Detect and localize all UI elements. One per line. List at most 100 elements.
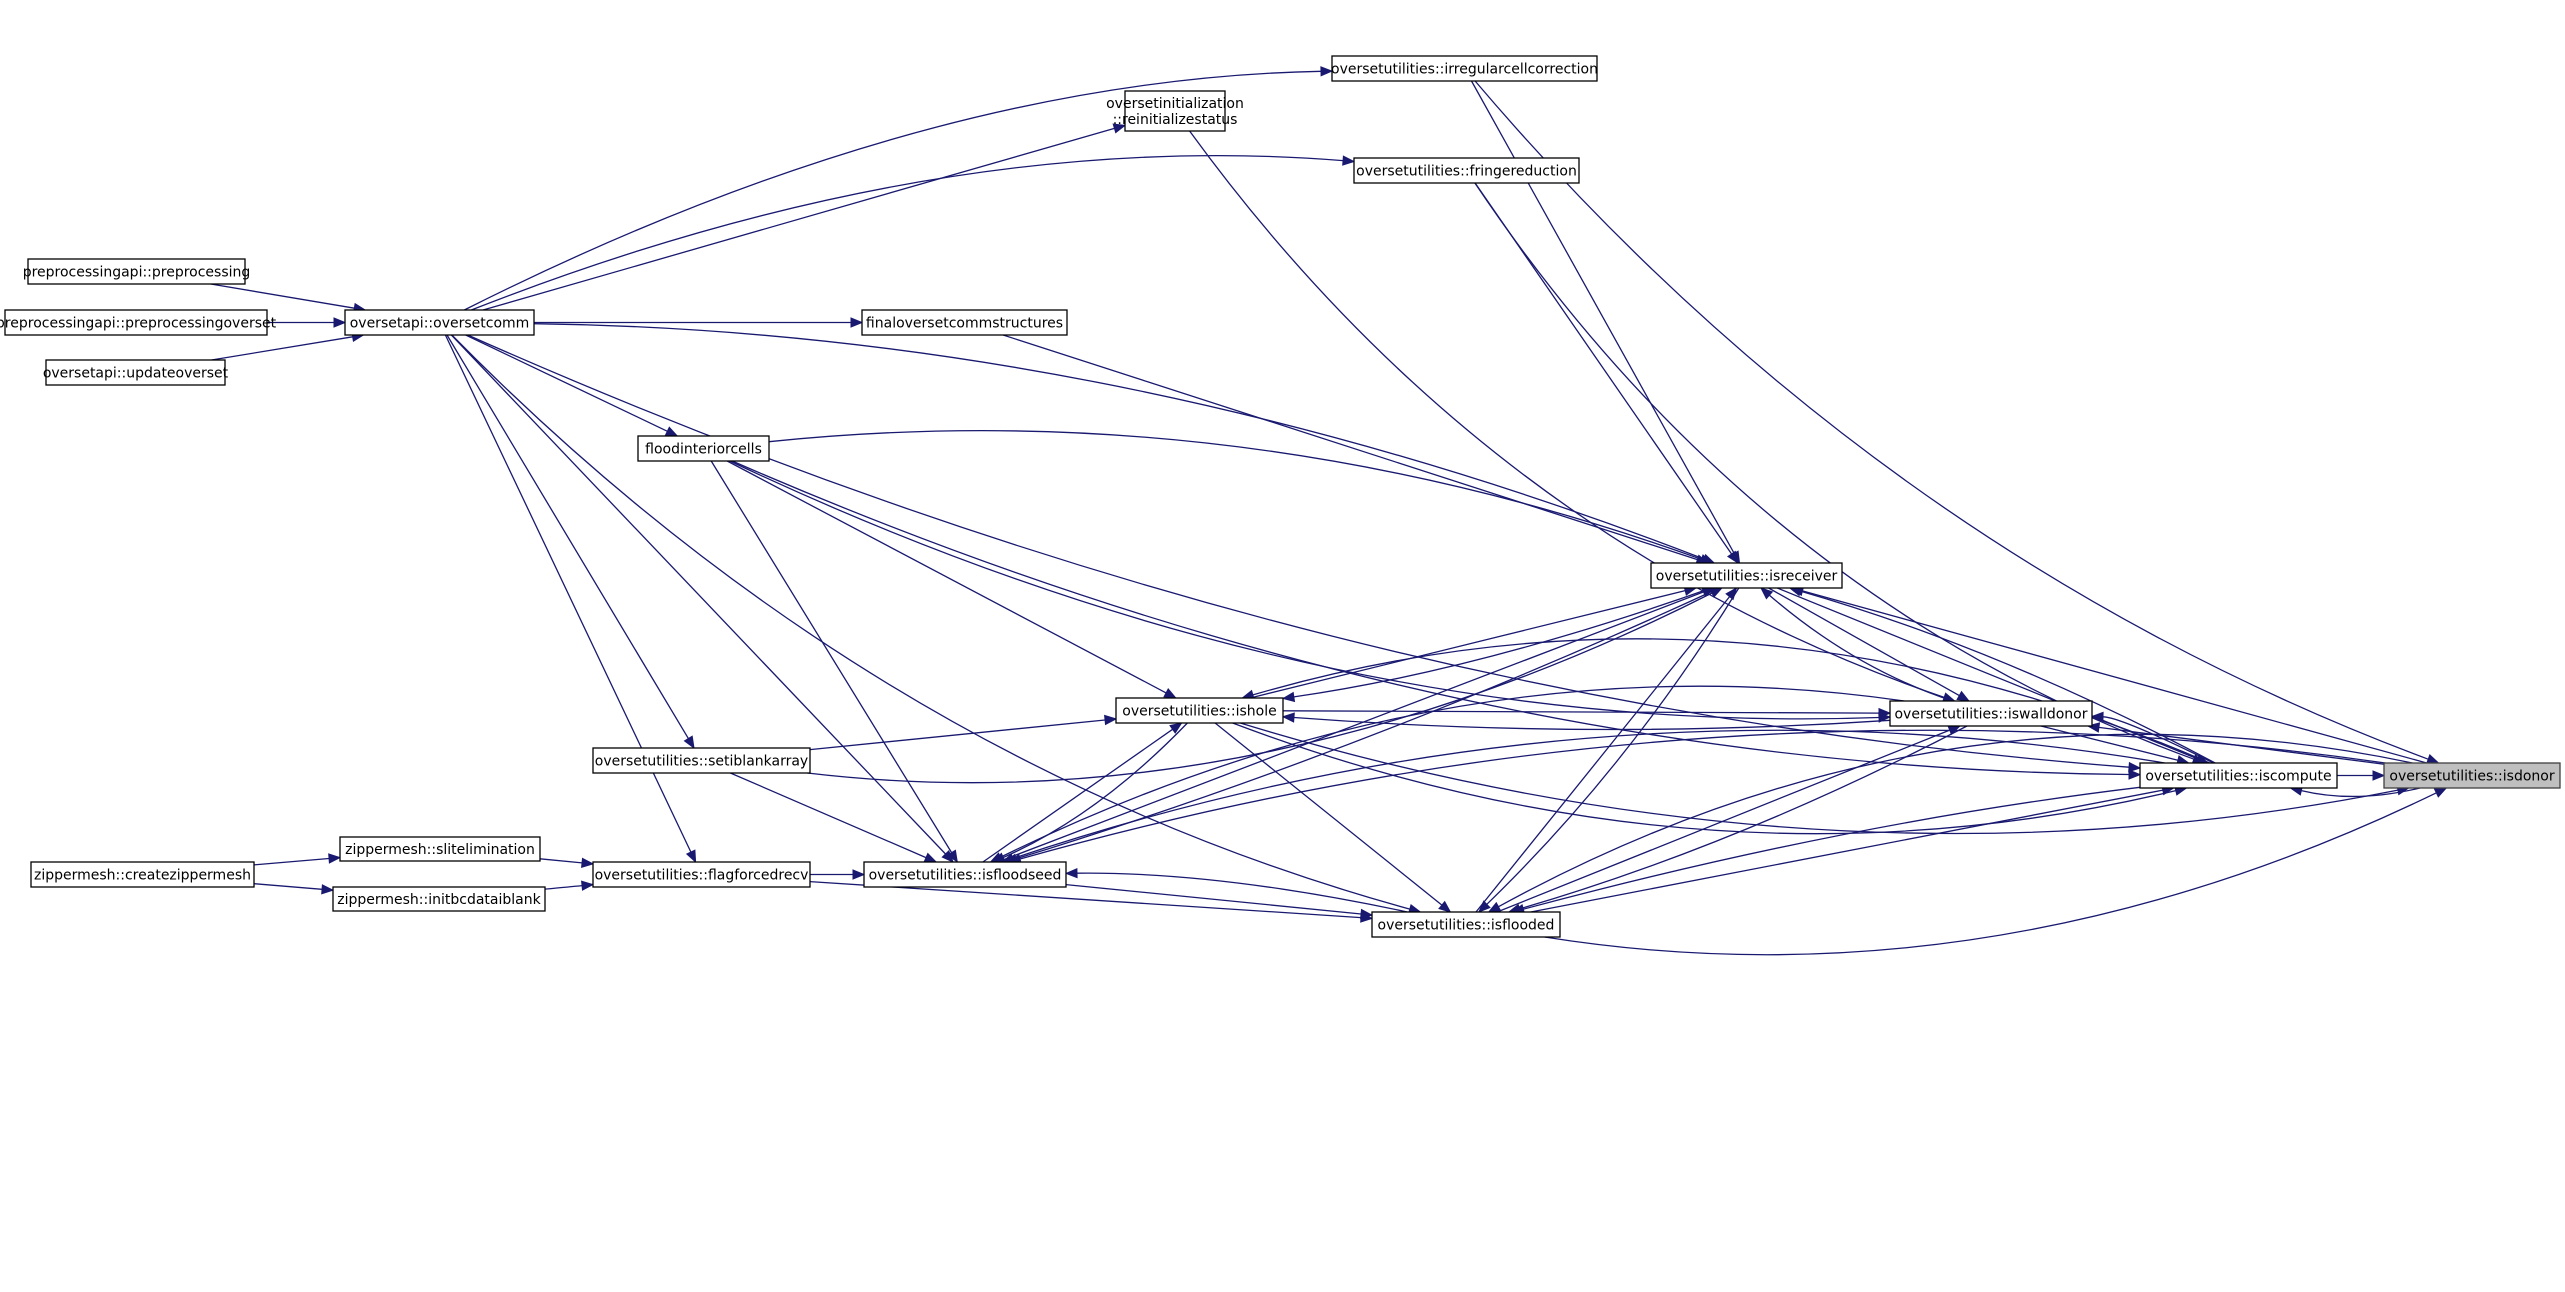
node-label: preprocessingapi::preprocessingoverset <box>0 316 277 332</box>
node-box[interactable] <box>861 309 1068 336</box>
node-box[interactable] <box>1371 911 1561 938</box>
arrowhead-icon <box>946 849 958 864</box>
node-isfloodseed[interactable]: oversetutilities::isfloodseed <box>863 861 1067 888</box>
edge-line <box>1240 722 2399 835</box>
node-box[interactable] <box>27 258 246 285</box>
edge-line <box>1003 722 1188 859</box>
node-box[interactable] <box>1115 697 1284 724</box>
node-box[interactable] <box>1889 700 2093 727</box>
edge-isflooded-to-isfloodseed <box>1064 867 1408 913</box>
edge-line <box>450 334 946 855</box>
edge-line <box>730 772 927 859</box>
node-iswalldonor[interactable]: oversetutilities::iswalldonor <box>1889 700 2093 727</box>
node-box[interactable] <box>332 886 546 912</box>
edge-line <box>768 429 1702 560</box>
edge-setiblank-to-ishole <box>809 714 1118 751</box>
node-flagforced[interactable]: oversetutilities::flagforcedrecv <box>592 861 811 888</box>
edge-line <box>253 857 330 866</box>
edge-line <box>2301 787 2421 798</box>
edge-isdonor-to-isreceiver <box>1790 586 2427 764</box>
node-createzip[interactable]: zippermesh::createzippermesh <box>30 861 255 888</box>
node-iscompute[interactable]: oversetutilities::iscompute <box>2139 762 2338 789</box>
edge-floodint-to-iscompute <box>731 460 2142 780</box>
edge-line <box>464 70 1322 311</box>
node-box[interactable] <box>863 861 1067 888</box>
node-box[interactable] <box>339 836 541 862</box>
edge-line <box>1475 596 1731 913</box>
node-box[interactable] <box>344 309 535 336</box>
node-initbc[interactable]: zippermesh::initbcdataiblank <box>332 886 546 912</box>
edge-line <box>210 283 355 309</box>
edge-line <box>807 592 1713 784</box>
node-updateov[interactable]: oversetapi::updateoverset <box>43 359 229 386</box>
node-box[interactable] <box>592 747 811 774</box>
edge-ishole-to-iswalldonor <box>1282 707 1892 719</box>
arrowhead-icon <box>1281 691 1296 703</box>
edge-line <box>710 460 953 853</box>
edge-line <box>539 858 583 864</box>
node-label: oversetutilities::isreceiver <box>1656 569 1838 585</box>
node-ishole[interactable]: oversetutilities::ishole <box>1115 697 1284 724</box>
node-label: oversetapi::updateoverset <box>43 366 229 382</box>
edge-line <box>465 334 668 432</box>
node-box[interactable] <box>1124 90 1226 132</box>
node-preprocov[interactable]: preprocessingapi::preprocessingoverset <box>0 309 277 336</box>
nodes-layer: oversetutilities::isdonoroversetutilitie… <box>0 55 2561 938</box>
node-oversetcomm[interactable]: oversetapi::oversetcomm <box>344 309 535 336</box>
edge-preprocov-to-oversetcomm <box>267 317 347 328</box>
edge-line <box>1486 587 1740 905</box>
node-box[interactable] <box>592 861 811 888</box>
node-label: oversetapi::oversetcomm <box>350 316 530 332</box>
edge-oversetcomm-to-irregular <box>464 66 1334 311</box>
node-label: oversetutilities::isfloodseed <box>869 868 1062 884</box>
node-isreceiver[interactable]: oversetutilities::isreceiver <box>1650 562 1843 589</box>
node-box[interactable] <box>1650 562 1843 589</box>
node-box[interactable] <box>2139 762 2338 789</box>
node-box[interactable] <box>1353 157 1580 184</box>
edge-line <box>1498 733 2413 908</box>
edge-line <box>446 334 689 739</box>
node-setiblank[interactable]: oversetutilities::setiblankarray <box>592 747 811 774</box>
node-label: finaloversetcommstructures <box>866 316 1063 332</box>
node-preproc[interactable]: preprocessingapi::preprocessing <box>23 258 251 285</box>
node-isdonor[interactable]: oversetutilities::isdonor <box>2383 762 2561 789</box>
node-box[interactable] <box>30 861 255 888</box>
edge-iscompute-to-isdonor <box>2337 770 2386 781</box>
arrowhead-icon <box>1956 690 1971 702</box>
node-fringe[interactable]: oversetutilities::fringereduction <box>1353 157 1580 184</box>
node-label: oversetutilities::iscompute <box>2145 769 2331 785</box>
edge-isreceiver-to-iswalldonor <box>1768 587 1971 702</box>
edge-line <box>482 127 1115 311</box>
edge-line <box>1530 789 2164 913</box>
node-label: oversetutilities::fringereduction <box>1356 164 1577 180</box>
arrowhead-icon <box>1169 722 1183 734</box>
node-reinit[interactable]: oversetinitialization::reinitializestatu… <box>1106 90 1244 132</box>
node-box[interactable] <box>2383 762 2561 789</box>
edge-line <box>1523 786 2141 910</box>
arrowhead-icon <box>1064 867 1078 879</box>
edge-isdonor-to-isflooded <box>1487 733 2413 913</box>
node-isflooded[interactable]: oversetutilities::isflooded <box>1371 911 1561 938</box>
arrowhead-icon <box>1360 908 1374 920</box>
arrowhead-icon <box>581 880 595 891</box>
node-slitelim[interactable]: zippermesh::slitelimination <box>339 836 541 862</box>
node-box[interactable] <box>4 309 268 336</box>
edge-isfloodseed-to-ishole <box>982 722 1183 863</box>
node-irregular[interactable]: oversetutilities::irregularcellcorrectio… <box>1331 55 1598 82</box>
node-floodint[interactable]: floodinteriorcells <box>637 435 770 462</box>
node-label: oversetutilities::isflooded <box>1378 918 1555 934</box>
node-box[interactable] <box>1331 55 1598 82</box>
edge-line <box>731 460 2130 776</box>
node-finalcomm[interactable]: finaloversetcommstructures <box>861 309 1068 336</box>
edge-slitelim-to-flagforced <box>539 857 595 868</box>
edge-line <box>1249 589 1686 699</box>
node-box[interactable] <box>45 359 226 386</box>
edge-line <box>2102 716 2214 764</box>
node-label: oversetutilities::flagforcedrecv <box>595 868 809 884</box>
node-box[interactable] <box>637 435 770 462</box>
edge-initbc-to-flagforced <box>544 880 595 891</box>
node-label: floodinteriorcells <box>645 442 762 458</box>
edge-oversetcomm-to-fringe <box>471 154 1356 311</box>
edge-line <box>1802 590 2427 764</box>
